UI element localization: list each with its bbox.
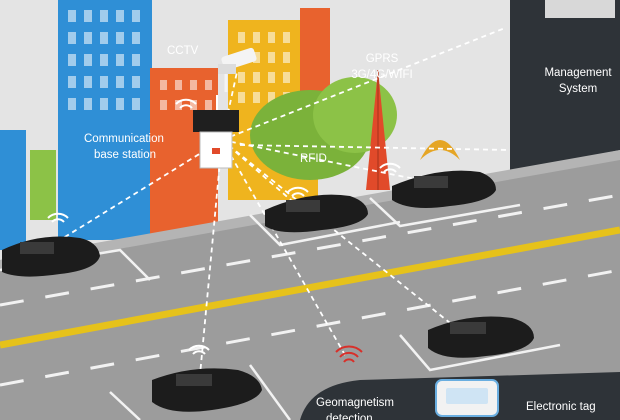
wifi-signal-icon — [188, 344, 210, 355]
car-icon — [392, 170, 496, 208]
geomagnetism-label-line2: detection — [326, 413, 373, 420]
wifi-signal-icon — [379, 162, 401, 173]
lane-markings — [0, 193, 620, 387]
base-station-label-line2: base station — [94, 149, 156, 161]
wifi-signal-icon — [335, 345, 363, 363]
cctv-label: CCTV — [167, 45, 199, 57]
cctv-camera-icon — [218, 47, 257, 92]
base-station-label-line1: Communication — [84, 133, 164, 145]
bottom-panel — [300, 372, 620, 420]
signal-tower-icon — [366, 70, 390, 190]
gprs-label-line1: GPRS — [366, 53, 399, 65]
gprs-label-line2: 3G/4G/WIFI — [351, 69, 412, 81]
wifi-signal-icon — [175, 98, 197, 109]
center-line — [0, 226, 620, 349]
management-label-line1: Management — [544, 67, 612, 79]
electronic-tag-device-icon — [435, 379, 499, 417]
geomagnetism-label-line1: Geomagnetism — [316, 397, 394, 409]
server-icon — [545, 0, 615, 18]
electronic-tag-label: Electronic tag — [526, 401, 596, 413]
parking-space-lines — [0, 197, 561, 420]
car-icon — [152, 368, 262, 412]
car-icon — [428, 316, 534, 358]
wifi-signal-icon — [287, 186, 309, 197]
wifi-signal-icon — [47, 212, 69, 223]
tree-left — [30, 150, 56, 220]
building-blue-left — [0, 130, 26, 250]
car-icon — [265, 194, 368, 233]
decorative-plant — [420, 140, 460, 160]
labels: CCTV Communication base station GPRS 3G/… — [84, 45, 596, 420]
car-icon — [2, 236, 100, 277]
cars — [2, 170, 534, 412]
management-system-panel: Management System — [510, 0, 620, 180]
management-label-line2: System — [559, 83, 597, 95]
rfid-label: RFID — [300, 153, 327, 165]
base-station-icon — [193, 95, 239, 169]
